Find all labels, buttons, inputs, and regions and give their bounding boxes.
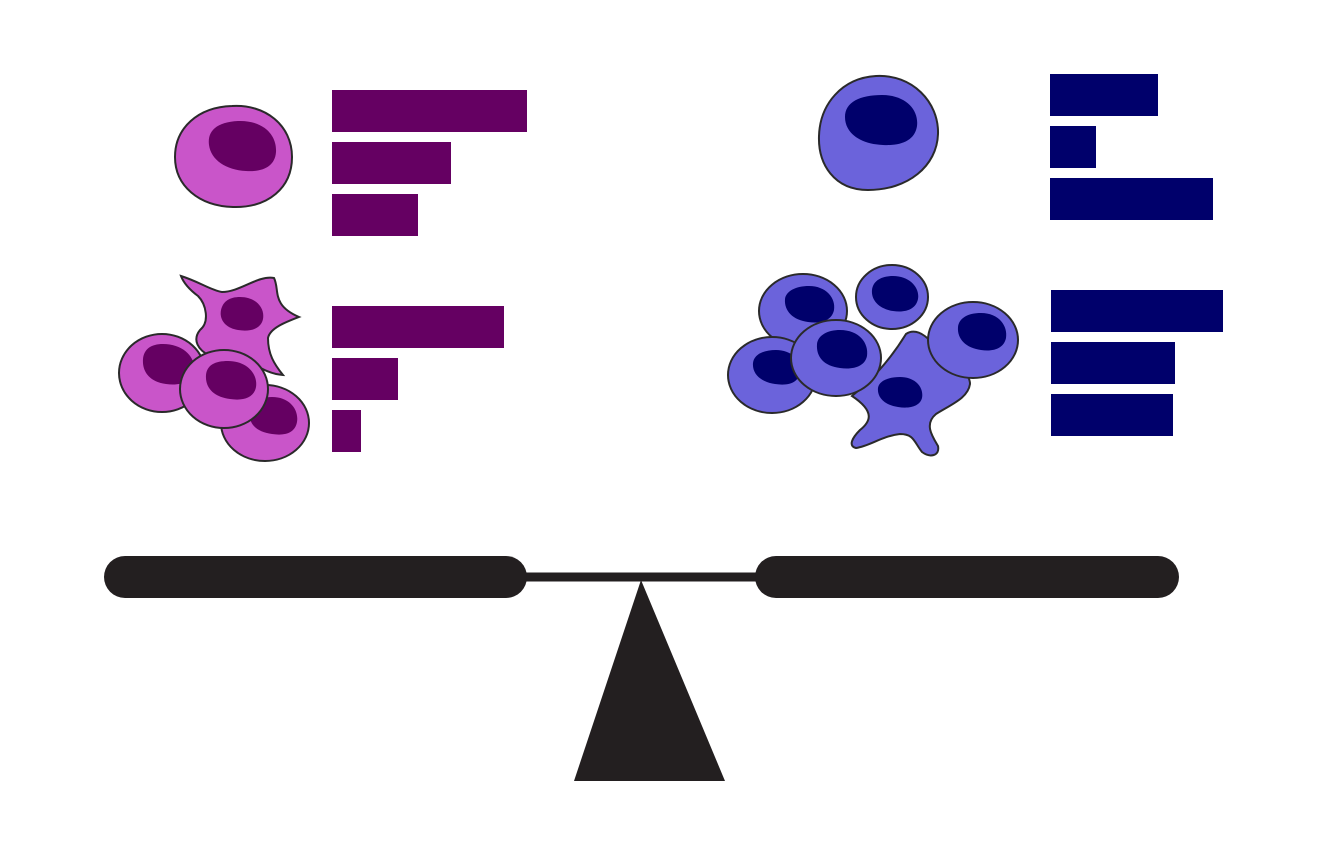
pink-cell-cluster-bar-3 <box>332 410 361 452</box>
blue-single-cell-bars <box>1050 74 1213 220</box>
pink-single-cell-bar-2 <box>332 142 451 184</box>
pink-single-cell-bar-1 <box>332 90 527 132</box>
blue-cell-cluster-bar-1 <box>1051 290 1223 332</box>
right-scale-pan <box>755 556 1179 598</box>
pink-cell-cluster-bar-2 <box>332 358 398 400</box>
left-scale-pan <box>104 556 527 598</box>
single-blue-cell-icon <box>817 74 940 192</box>
balance-scale-icon <box>104 556 1179 781</box>
blue-cell-cluster-bar-3 <box>1051 394 1173 436</box>
blue-cell-cluster-bar-2 <box>1051 342 1175 384</box>
pink-cell-cluster-bar-1 <box>332 306 504 348</box>
pink-single-cell-bars <box>332 90 527 236</box>
blue-cell-cluster-bars <box>1051 290 1223 436</box>
blue-single-cell-bar-3 <box>1050 178 1213 220</box>
bars-layer <box>332 74 1223 452</box>
pink-single-cell-bar-3 <box>332 194 418 236</box>
blue-cell-cluster-icon <box>727 264 1019 457</box>
pink-cell-cluster-icon <box>118 274 310 462</box>
single-pink-cell-icon <box>173 104 294 209</box>
blue-single-cell-bar-2 <box>1050 126 1096 168</box>
scale-fulcrum <box>574 580 725 781</box>
blue-single-cell-bar-1 <box>1050 74 1158 116</box>
pink-cell-cluster-bars <box>332 306 504 452</box>
